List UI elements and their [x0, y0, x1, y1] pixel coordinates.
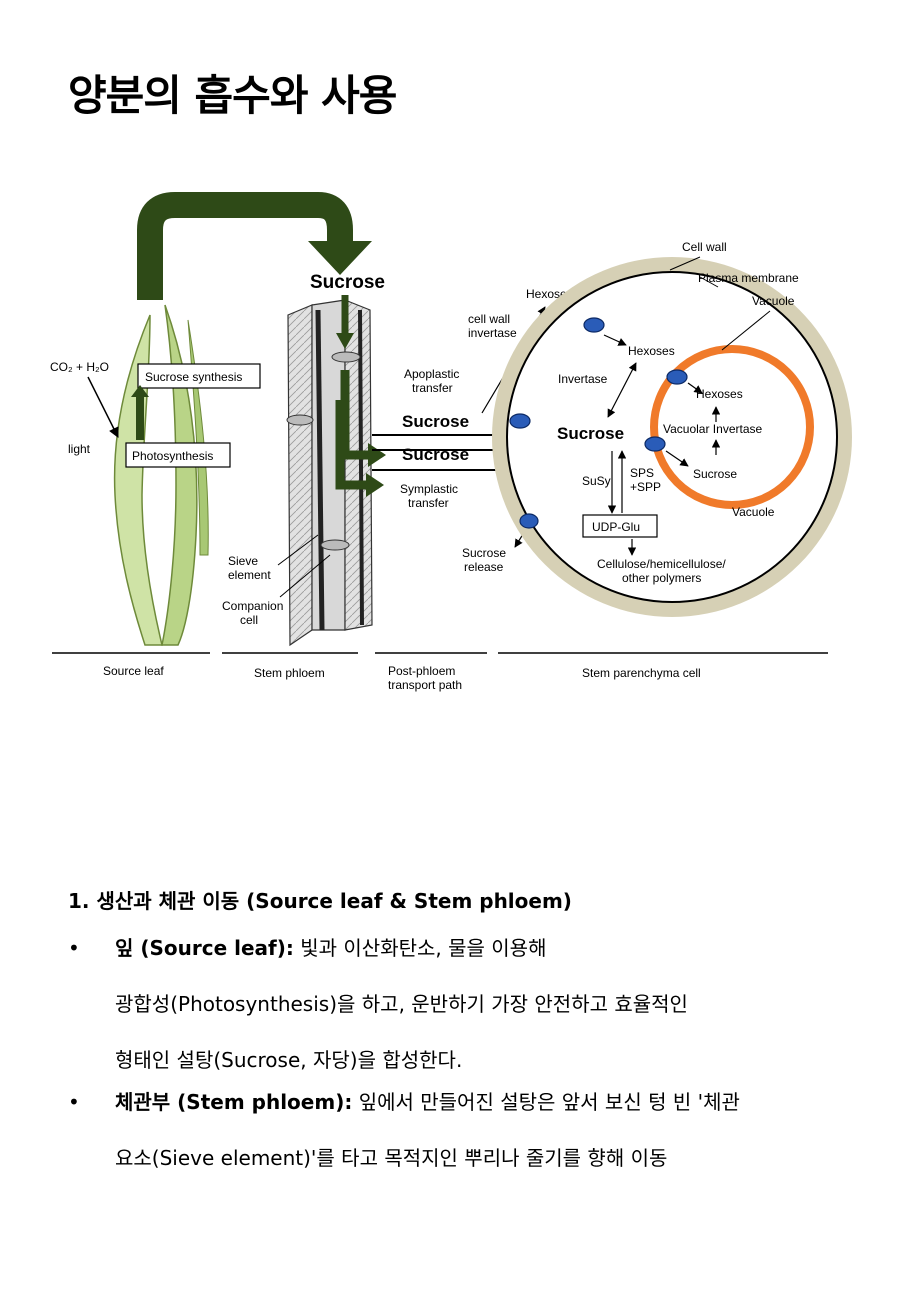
bullet: •: [68, 936, 80, 960]
sucrose-synthesis-box: [137, 363, 261, 389]
transporter-icon: [583, 317, 605, 333]
phloem-arrows: [335, 295, 386, 497]
sucrose-synthesis-label: Sucrose synthesis: [145, 370, 242, 384]
sieve-element-label: Sieve element: [228, 554, 271, 582]
page-title: 양분의 흡수와 사용: [68, 71, 397, 120]
symplastic-transfer-label: Symplastic transfer: [400, 482, 461, 510]
sucrose-vacuole-label: Sucrose: [693, 467, 737, 481]
bullet: •: [68, 1090, 80, 1114]
hexoses-cytoplasm-label: Hexoses: [628, 344, 675, 358]
cell-wall-invertase-label: cell wall invertase: [468, 312, 517, 340]
transporter-icon: [644, 436, 666, 452]
cell-wall-label: Cell wall: [682, 240, 727, 254]
apoplastic-transfer-label: Apoplastic transfer: [404, 367, 463, 395]
big-transport-arrow: [137, 192, 372, 300]
transporter-icon: [666, 369, 688, 385]
list-item: • 잎 (Source leaf): 빛과 이산화탄소, 물을 이용해 광합성(…: [68, 920, 868, 1088]
sucrose-release-label: Sucrose release: [462, 546, 509, 574]
susy-label: SuSy: [582, 474, 611, 488]
sucrose-top-label: Sucrose: [310, 272, 385, 293]
stem-phloem-axis-label: Stem phloem: [254, 666, 325, 680]
hexoses-vacuole-label: Hexoses: [696, 387, 743, 401]
sucrose-apoplastic-label: Sucrose: [402, 412, 469, 431]
source-leaf-axis-label: Source leaf: [103, 664, 164, 678]
companion-cell-label: Companion cell: [222, 599, 287, 627]
transporter-icon: [519, 513, 539, 529]
item-term: 체관부 (Stem phloem):: [115, 1090, 353, 1114]
udp-glu-label: UDP-Glu: [592, 520, 640, 534]
plasma-membrane-label: Plasma membrane: [698, 271, 799, 285]
polymers-label: Cellulose/hemicellulose/ other polymers: [597, 557, 729, 585]
stem-parenchyma-axis-label: Stem parenchyma cell: [582, 666, 701, 680]
item-term: 잎 (Source leaf):: [115, 936, 294, 960]
light-label: light: [68, 442, 91, 456]
udp-glu-box: [582, 514, 658, 538]
sucrose-center-label: Sucrose: [557, 424, 624, 443]
item-text: 요소(Sieve element)'를 타고 목적지인 뿌리나 줄기를 향해 이…: [115, 1146, 668, 1170]
list-item: • 체관부 (Stem phloem): 잎에서 만들어진 설탕은 앞서 보신 …: [68, 1074, 868, 1186]
item-text: 빛과 이산화탄소, 물을 이용해: [300, 936, 547, 960]
photosynthesis-box: [125, 442, 231, 468]
item-text: 잎에서 만들어진 설탕은 앞서 보신 텅 빈 '체관: [358, 1090, 740, 1114]
vacuole-right-label: Vacuole: [732, 505, 775, 519]
transporter-icon: [509, 413, 531, 429]
sps-spp-label: SPS +SPP: [630, 466, 661, 494]
item-text: 형태인 설탕(Sucrose, 자당)을 합성한다.: [115, 1048, 463, 1072]
content-section: 1. 생산과 체관 이동 (Source leaf & Stem phloem)…: [68, 885, 868, 1186]
invertase-label: Invertase: [558, 372, 608, 386]
sucrose-symplastic-label: Sucrose: [402, 445, 469, 464]
stem-phloem-illustration: [286, 299, 373, 647]
vacuolar-invertase-label: Vacuolar Invertase: [663, 422, 762, 436]
photosynthesis-label: Photosynthesis: [132, 449, 213, 463]
source-leaf-icon: [113, 304, 209, 646]
section-heading: 1. 생산과 체관 이동 (Source leaf & Stem phloem): [68, 889, 572, 913]
co2-h2o-label: CO₂ + H₂O: [50, 360, 109, 374]
item-text: 광합성(Photosynthesis)을 하고, 운반하기 가장 안전하고 효율…: [115, 992, 688, 1016]
sucrose-transport-diagram: CO₂ + H₂O light Sucrose synthesis Photos…: [0, 175, 900, 715]
vacuole-top-label: Vacuole: [752, 294, 795, 308]
post-phloem-axis-label: Post-phloem transport path: [388, 664, 462, 692]
